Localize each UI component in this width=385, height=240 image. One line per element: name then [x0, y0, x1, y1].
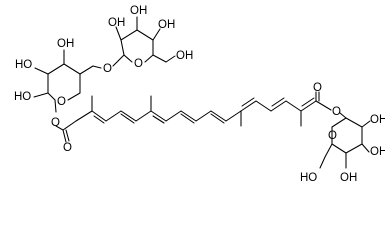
ester-1-bonds	[55, 120, 77, 143]
ester-2-bonds	[315, 91, 347, 119]
label-o-carbonyl-2: O	[313, 82, 322, 94]
label-oh-7: OH	[370, 146, 385, 158]
label-ho-1: HO	[15, 59, 32, 71]
label-o-ring-1: O	[57, 96, 66, 108]
label-oh-8: OH	[340, 172, 357, 184]
sugar-ring-3-bonds	[319, 117, 371, 169]
label-oh-3: OH	[130, 5, 147, 17]
label-o-carbonyl-1: O	[63, 142, 72, 154]
label-o-ring-2: O	[134, 58, 143, 70]
label-o-ester-1: O	[51, 117, 60, 129]
diagram-canvas: OH HO HO O O O O OH OH OH OH O O O O OH …	[14, 5, 385, 184]
label-o-glyco: O	[103, 63, 112, 75]
label-oh-2: OH	[108, 17, 125, 29]
sugar-ring-1-bonds	[33, 49, 102, 113]
atom-labels: OH HO HO O O O O OH OH OH OH O O O O OH …	[14, 5, 385, 184]
label-oh-4: OH	[158, 19, 175, 31]
label-oh-5: OH	[176, 50, 193, 62]
polyene-chain-bonds	[75, 95, 317, 127]
label-o-ester-2: O	[332, 106, 341, 118]
molecule-drawing: OH HO HO O O O O OH OH OH OH O O O O OH …	[14, 5, 385, 184]
label-ho-2: HO	[14, 91, 31, 103]
sugar-ring-2-bonds	[112, 16, 176, 67]
label-oh-6: OH	[370, 114, 385, 126]
label-o-ring-3: O	[328, 130, 337, 142]
label-oh-1: OH	[57, 38, 74, 50]
label-ho-3: HO	[300, 172, 317, 184]
